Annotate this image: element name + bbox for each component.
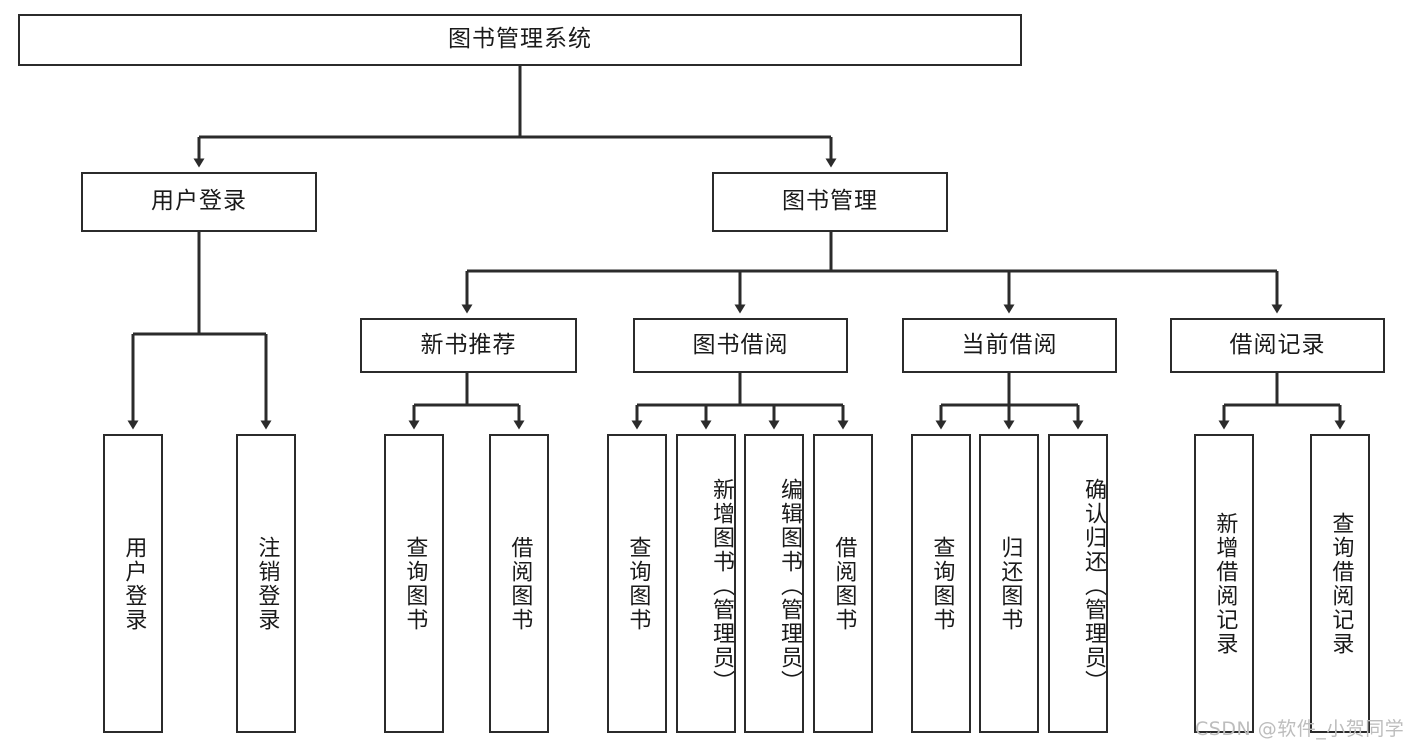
node-label: 查询图书 [625, 535, 651, 632]
leaf-query-book-recommend[interactable]: 查询图书 [384, 434, 444, 733]
leaf-edit-book-admin[interactable]: 编辑图书（管理员） [744, 434, 804, 733]
node-label: 注销登录 [254, 535, 280, 632]
leaf-add-book-admin[interactable]: 新增图书（管理员） [676, 434, 736, 733]
node-book-management[interactable]: 图书管理 [712, 172, 948, 232]
leaf-borrow-book[interactable]: 借阅图书 [813, 434, 873, 733]
leaf-query-borrow-record[interactable]: 查询借阅记录 [1310, 434, 1370, 733]
node-root-book-management-system[interactable]: 图书管理系统 [18, 14, 1022, 66]
leaf-logout[interactable]: 注销登录 [236, 434, 296, 733]
node-label: 确认归还（管理员） [1081, 477, 1106, 694]
node-label: 借阅图书 [507, 535, 533, 632]
node-borrowing-records[interactable]: 借阅记录 [1170, 318, 1385, 373]
node-label: 新增图书（管理员） [709, 477, 734, 694]
node-label: 查询借阅记录 [1328, 511, 1354, 656]
node-user-login[interactable]: 用户登录 [81, 172, 317, 232]
node-label: 图书借阅 [692, 331, 789, 358]
leaf-query-book-borrow[interactable]: 查询图书 [607, 434, 667, 733]
node-book-borrowing[interactable]: 图书借阅 [633, 318, 848, 373]
node-label: 查询图书 [929, 535, 955, 632]
node-label: 图书管理 [782, 188, 878, 215]
node-label: 借阅图书 [831, 535, 857, 632]
node-label: 新书推荐 [420, 331, 517, 358]
leaf-confirm-return-admin[interactable]: 确认归还（管理员） [1048, 434, 1108, 733]
leaf-user-login[interactable]: 用户登录 [103, 434, 163, 733]
node-label: 用户登录 [151, 188, 247, 215]
leaf-add-borrow-record[interactable]: 新增借阅记录 [1194, 434, 1254, 733]
node-label: 借阅记录 [1229, 331, 1326, 358]
node-label: 图书管理系统 [448, 26, 592, 53]
leaf-return-book[interactable]: 归还图书 [979, 434, 1039, 733]
node-new-book-recommendation[interactable]: 新书推荐 [360, 318, 577, 373]
node-label: 查询图书 [402, 535, 428, 632]
leaf-borrow-book-recommend[interactable]: 借阅图书 [489, 434, 549, 733]
node-label: 当前借阅 [961, 331, 1058, 358]
node-current-borrowing[interactable]: 当前借阅 [902, 318, 1117, 373]
csdn-watermark: CSDN @软件_小贺同学 [1195, 718, 1405, 740]
node-label: 新增借阅记录 [1212, 511, 1238, 656]
node-label: 用户登录 [121, 535, 147, 632]
node-label: 归还图书 [997, 535, 1023, 632]
node-label: 编辑图书（管理员） [777, 477, 802, 694]
leaf-query-book-current[interactable]: 查询图书 [911, 434, 971, 733]
